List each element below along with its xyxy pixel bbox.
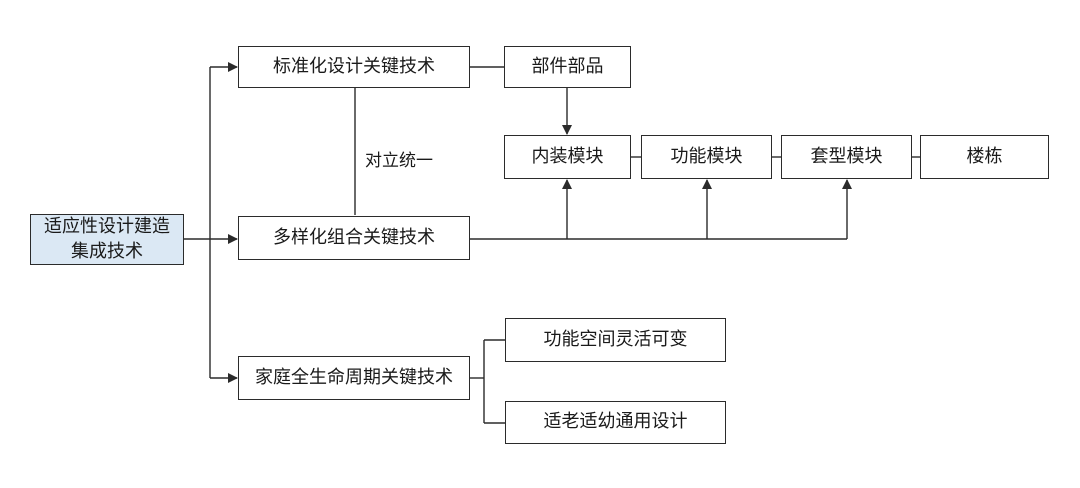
relation-label: 对立统一	[365, 151, 433, 171]
standardization-label: 标准化设计关键技术	[273, 55, 435, 77]
interior-module-node: 内装模块	[504, 135, 631, 179]
root-node-line2: 集成技术	[71, 240, 143, 262]
building-label: 楼栋	[966, 145, 1003, 167]
root-node: 适应性设计建造 集成技术	[30, 214, 184, 265]
flexible-space-node: 功能空间灵活可变	[505, 318, 726, 362]
flexible-space-label: 功能空间灵活可变	[543, 328, 688, 350]
unit-type-module-label: 套型模块	[810, 145, 883, 167]
lifecycle-node: 家庭全生命周期关键技术	[238, 356, 470, 400]
root-node-line1: 适应性设计建造	[44, 216, 170, 238]
diversification-label: 多样化组合关键技术	[273, 226, 435, 248]
function-module-label: 功能模块	[670, 145, 743, 167]
universal-design-node: 适老适幼通用设计	[505, 401, 726, 444]
unit-type-module-node: 套型模块	[781, 135, 912, 179]
diversification-node: 多样化组合关键技术	[238, 216, 470, 260]
universal-design-label: 适老适幼通用设计	[543, 411, 688, 433]
function-module-node: 功能模块	[641, 135, 772, 179]
building-node: 楼栋	[920, 135, 1049, 179]
standardization-node: 标准化设计关键技术	[238, 46, 470, 88]
interior-module-label: 内装模块	[531, 145, 604, 167]
lifecycle-label: 家庭全生命周期关键技术	[255, 366, 453, 388]
components-label: 部件部品	[531, 55, 604, 77]
components-node: 部件部品	[504, 46, 631, 88]
